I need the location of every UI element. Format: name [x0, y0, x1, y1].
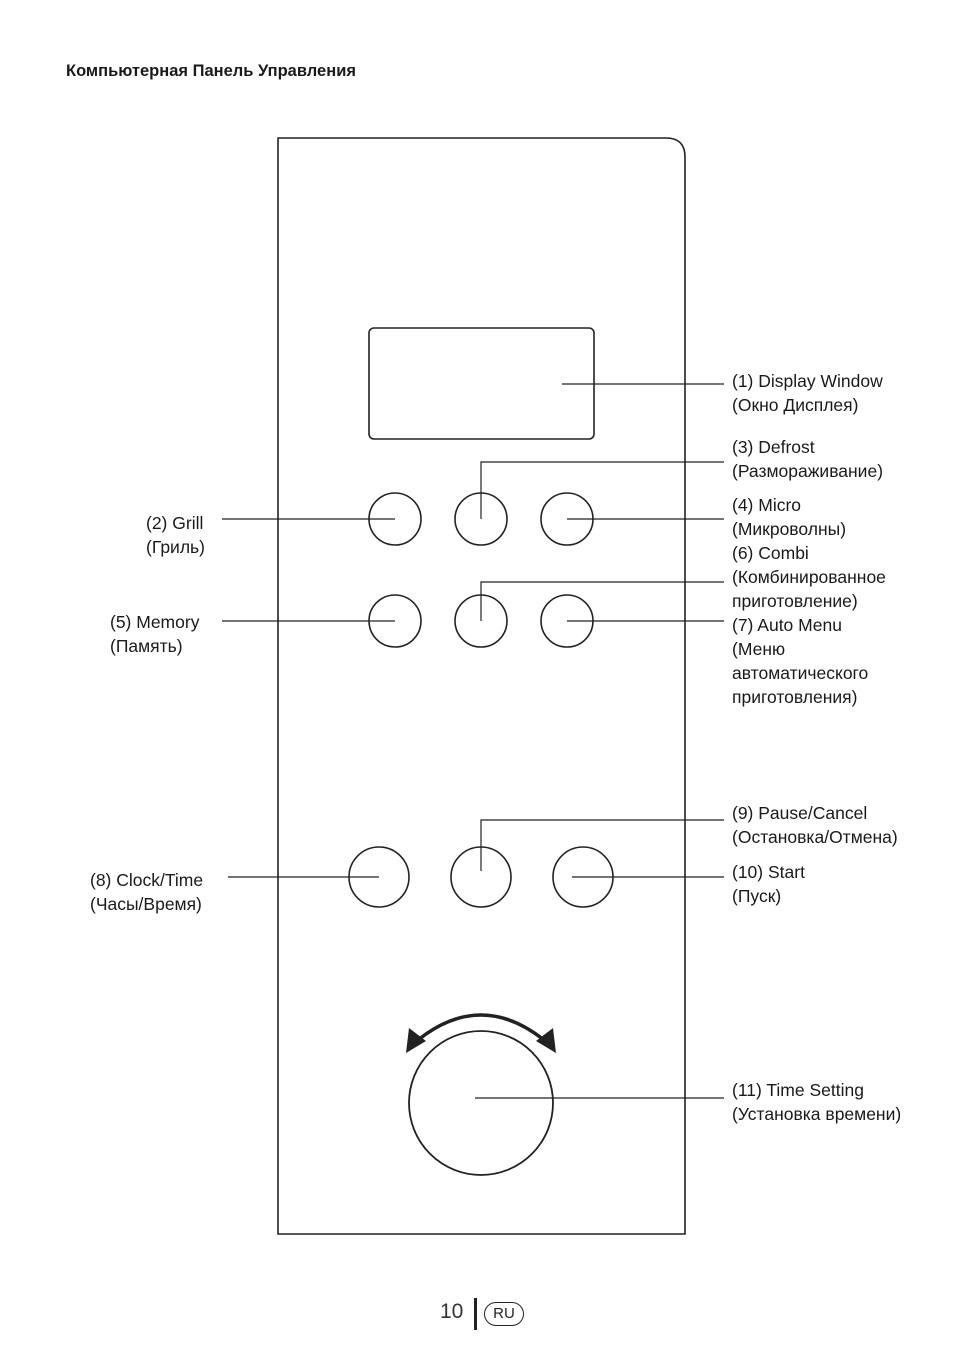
rotation-arc-icon [416, 1013, 546, 1042]
label-micro: (4) Micro (Микроволны) [732, 495, 847, 539]
page-title: Компьютерная Панель Управления [66, 62, 356, 80]
label-start: (10) Start (Пуск) [732, 862, 805, 906]
label-combi: (6) Combi (Комбинированное приготовление… [732, 543, 886, 611]
leader-defrost [480, 461, 724, 519]
leader-pause [480, 819, 724, 871]
leader-combi [480, 581, 724, 621]
footer-divider [474, 1298, 477, 1330]
page-number: 10 [440, 1300, 464, 1323]
display-window [368, 327, 595, 440]
label-defrost: (3) Defrost (Размораживание) [732, 437, 884, 481]
label-grill: (2) Grill (Гриль) [146, 513, 205, 557]
label-auto-menu: (7) Auto Menu (Меню автоматического приг… [732, 615, 869, 707]
language-badge: RU [484, 1302, 524, 1326]
label-time-setting: (11) Time Setting (Установка времени) [732, 1080, 902, 1124]
label-display-window: (1) Display Window (Окно Дисплея) [732, 371, 883, 415]
rotation-arrow-right-icon [536, 1028, 556, 1053]
time-setting-dial [408, 1030, 554, 1176]
rotation-arrow-left-icon [406, 1028, 426, 1053]
label-pause-cancel: (9) Pause/Cancel (Остановка/Отмена) [732, 803, 898, 847]
label-memory: (5) Memory (Память) [110, 612, 200, 656]
label-clock-time: (8) Clock/Time (Часы/Время) [90, 870, 204, 914]
panel-outline [277, 137, 686, 1235]
